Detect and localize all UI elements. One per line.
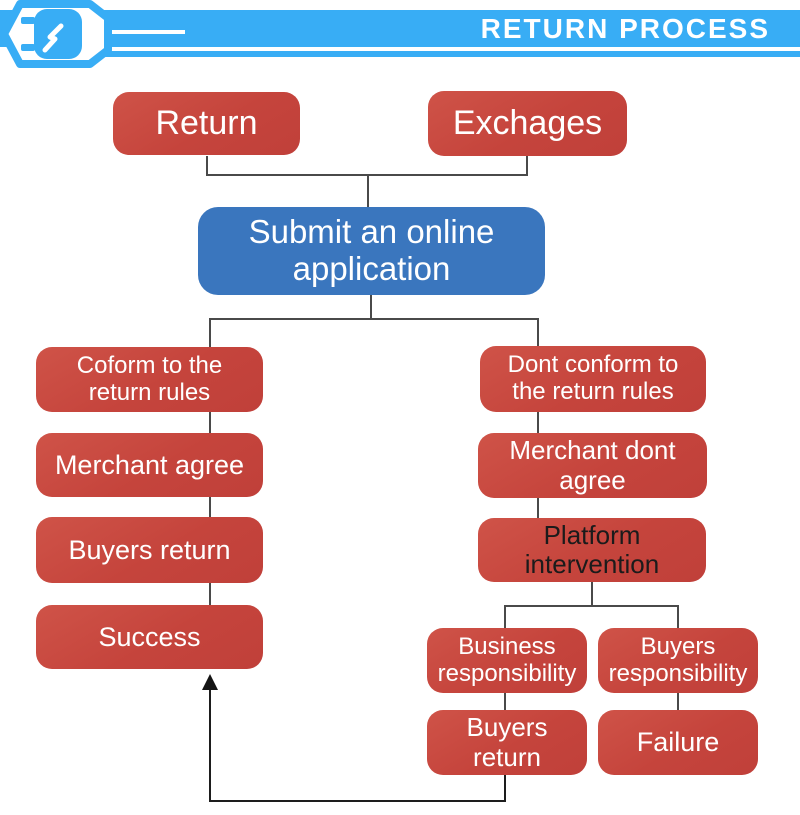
node-exchanges: Exchages — [428, 91, 627, 156]
hexagon-lightning-logo — [0, 0, 112, 68]
connector-branch-horizontal — [209, 318, 539, 320]
node-buyers-return-bottom-line2: return — [473, 741, 541, 772]
connector-exchanges-stub — [526, 156, 528, 176]
connector-right-branch-drop — [537, 320, 539, 346]
node-buyers-return-bottom-line1: Buyers — [466, 712, 548, 743]
feedback-arrowhead-icon — [202, 674, 218, 690]
node-submit-application: Submit an online application — [198, 207, 545, 295]
node-merchant-dont-agree-line2: agree — [559, 464, 626, 495]
connector-merchant-buyersreturn — [209, 497, 211, 517]
header-band-accent-line — [52, 30, 185, 34]
node-buyers-return-left: Buyers return — [36, 517, 263, 583]
node-failure-label: Failure — [636, 727, 720, 758]
header-band — [0, 10, 800, 47]
node-conform-line2: return rules — [88, 378, 211, 406]
node-dont-conform-line1: Dont conform to — [507, 351, 679, 379]
node-platform-line1: Platform — [543, 519, 641, 550]
connector-to-business — [504, 607, 506, 628]
lightning-icon — [42, 23, 64, 53]
node-buyers-responsibility-line1: Buyers — [640, 632, 716, 660]
node-dont-conform-rules: Dont conform to the return rules — [480, 346, 706, 412]
connector-top-horizontal — [206, 174, 528, 176]
node-submit-line1: Submit an online — [248, 213, 495, 251]
node-success-label: Success — [98, 621, 201, 652]
node-buyers-return-left-label: Buyers return — [68, 534, 231, 565]
connector-to-submit — [367, 176, 369, 207]
node-merchant-agree: Merchant agree — [36, 433, 263, 497]
node-business-responsibility-line2: responsibility — [437, 659, 577, 687]
connector-return-stub — [206, 156, 208, 176]
node-return-label: Return — [155, 104, 258, 143]
node-buyers-responsibility: Buyers responsibility — [598, 628, 758, 693]
node-exchanges-label: Exchages — [452, 104, 603, 143]
node-conform-rules: Coform to the return rules — [36, 347, 263, 412]
feedback-line-horizontal — [209, 800, 506, 802]
connector-buyersresp-failure — [677, 693, 679, 710]
node-buyers-return-bottom: Buyers return — [427, 710, 587, 775]
connector-business-buyersreturn — [504, 693, 506, 710]
node-dont-conform-line2: the return rules — [512, 378, 674, 405]
connector-submit-stub — [370, 295, 372, 318]
connector-platform-horizontal — [504, 605, 679, 607]
connector-conform-merchant — [209, 412, 211, 433]
node-conform-line1: Coform to the — [76, 351, 223, 379]
node-merchant-agree-label: Merchant agree — [54, 449, 245, 480]
node-platform-line2: intervention — [524, 549, 660, 579]
connector-buyersreturn-success — [209, 583, 211, 605]
node-business-responsibility-line1: Business — [458, 632, 556, 660]
node-return: Return — [113, 92, 300, 155]
node-merchant-dont-agree-line1: Merchant dont — [509, 435, 676, 466]
connector-to-buyersresp — [677, 607, 679, 628]
connector-merchantdont-platform — [537, 498, 539, 518]
node-merchant-dont-agree: Merchant dont agree — [478, 433, 707, 498]
node-business-responsibility: Business responsibility — [427, 628, 587, 693]
node-submit-line2: application — [292, 250, 451, 287]
node-buyers-responsibility-line2: responsibility — [608, 659, 748, 687]
feedback-line-up — [209, 688, 211, 802]
node-success: Success — [36, 605, 263, 669]
node-failure: Failure — [598, 710, 758, 775]
connector-dontconform-merchantdont — [537, 412, 539, 433]
connector-left-branch-drop — [209, 320, 211, 347]
connector-platform-stub — [591, 582, 593, 605]
node-platform-intervention: Platform intervention — [478, 518, 706, 582]
header-band-stripe — [42, 51, 800, 57]
page-title: RETURN PROCESS — [480, 13, 770, 44]
feedback-line-down — [504, 775, 506, 802]
